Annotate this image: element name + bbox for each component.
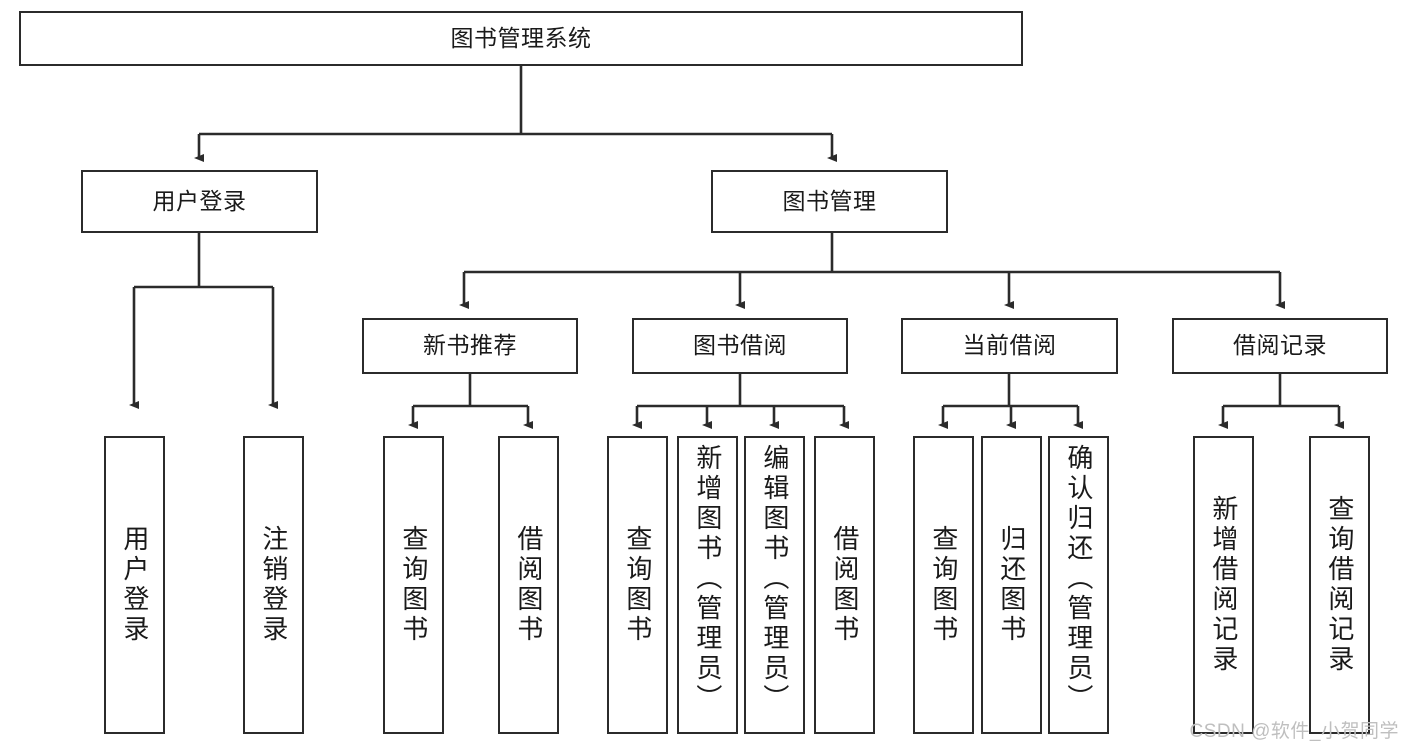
node-leaf-query-book-borrow[interactable]: 查询图书 xyxy=(607,436,668,734)
node-leaf-borrow-book[interactable]: 借阅图书 xyxy=(814,436,875,734)
node-leaf-query-borrow-record[interactable]: 查询借阅记录 xyxy=(1309,436,1370,734)
node-label: 编辑图书（管理员） xyxy=(759,444,790,714)
node-label: 查询借阅记录 xyxy=(1324,495,1355,675)
watermark-text: CSDN @软件_小贺同学 xyxy=(1189,721,1399,742)
node-label: 新增图书（管理员） xyxy=(692,444,723,714)
node-label: 借阅图书 xyxy=(513,525,544,645)
node-label: 确认归还（管理员） xyxy=(1063,444,1094,714)
node-root-book-management-system[interactable]: 图书管理系统 xyxy=(19,11,1023,66)
node-leaf-edit-book-admin[interactable]: 编辑图书（管理员） xyxy=(744,436,805,734)
node-user-login[interactable]: 用户登录 xyxy=(81,170,318,233)
node-leaf-logout[interactable]: 注销登录 xyxy=(243,436,304,734)
node-label: 借阅记录 xyxy=(1233,332,1327,359)
node-leaf-add-book-admin[interactable]: 新增图书（管理员） xyxy=(677,436,738,734)
node-label: 注销登录 xyxy=(258,525,289,645)
node-label: 查询图书 xyxy=(622,525,653,645)
node-book-borrow[interactable]: 图书借阅 xyxy=(632,318,848,374)
node-book-management[interactable]: 图书管理 xyxy=(711,170,948,233)
node-label: 新书推荐 xyxy=(423,332,517,359)
node-label: 用户登录 xyxy=(152,187,247,214)
node-label: 新增借阅记录 xyxy=(1208,495,1239,675)
node-leaf-add-borrow-record[interactable]: 新增借阅记录 xyxy=(1193,436,1254,734)
node-leaf-query-book-recommend[interactable]: 查询图书 xyxy=(383,436,444,734)
node-label: 借阅图书 xyxy=(829,525,860,645)
node-new-book-recommend[interactable]: 新书推荐 xyxy=(362,318,578,374)
node-leaf-return-book[interactable]: 归还图书 xyxy=(981,436,1042,734)
node-leaf-query-book-current[interactable]: 查询图书 xyxy=(913,436,974,734)
node-leaf-user-login[interactable]: 用户登录 xyxy=(104,436,165,734)
node-borrow-record[interactable]: 借阅记录 xyxy=(1172,318,1388,374)
node-label: 用户登录 xyxy=(119,525,150,645)
node-label: 图书借阅 xyxy=(693,332,787,359)
node-leaf-confirm-return-admin[interactable]: 确认归还（管理员） xyxy=(1048,436,1109,734)
node-label: 图书管理 xyxy=(782,187,877,214)
node-current-borrow[interactable]: 当前借阅 xyxy=(901,318,1118,374)
node-label: 查询图书 xyxy=(928,525,959,645)
node-label: 查询图书 xyxy=(398,525,429,645)
node-label: 当前借阅 xyxy=(962,332,1057,359)
node-label: 归还图书 xyxy=(996,525,1027,645)
node-leaf-borrow-book-recommend[interactable]: 借阅图书 xyxy=(498,436,559,734)
node-label: 图书管理系统 xyxy=(450,24,592,51)
